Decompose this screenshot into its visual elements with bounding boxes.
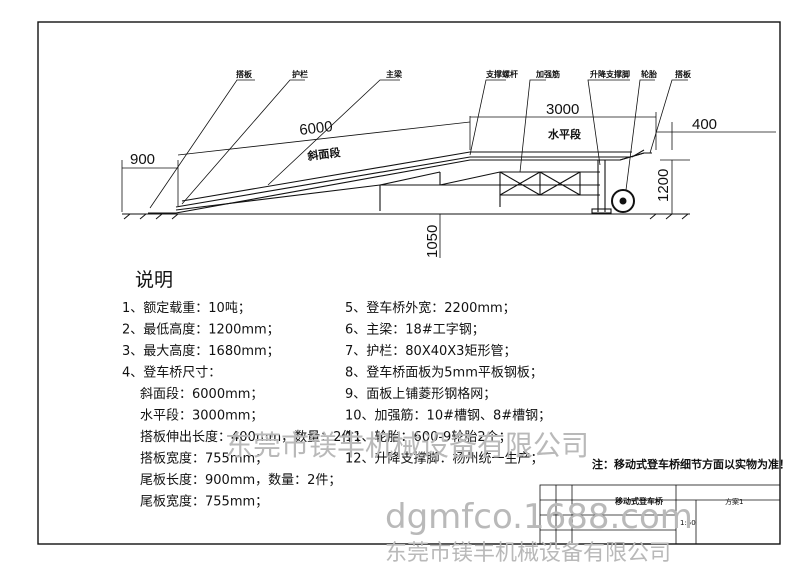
notes-title: 说明 (135, 269, 173, 291)
dimension-lines (121, 112, 776, 258)
dimension-labels: 900 6000 斜面段 3000 水平段 400 1200 1050 (130, 101, 717, 258)
note-line: 10、加强筋：10#槽钢、8#槽钢； (345, 408, 551, 424)
note-line: 搭板宽度：755mm； (140, 451, 268, 467)
note-line: 2、最低高度：1200mm； (122, 322, 280, 338)
label-flat-section: 水平段 (548, 127, 581, 141)
note-line: 1、额定载重：10吨； (122, 300, 251, 316)
ramp-structure (148, 149, 652, 214)
label-slope-section: 斜面段 (306, 145, 341, 163)
wheel-icon (611, 189, 635, 213)
notes-right-column: 5、登车桥外宽：2200mm； 6、主梁：18#工字钢； 7、护栏：80X40X3矩… (345, 300, 551, 467)
note-line: 11、轮胎：600-9轮胎2个； (345, 430, 512, 445)
note-line: 9、面板上铺菱形钢格网； (345, 386, 496, 402)
watermark-company-top: 东莞市镁丰机械设备有限公司 (225, 429, 589, 462)
note-line: 尾板宽度：755mm； (140, 494, 268, 510)
drawing-border (37, 21, 781, 545)
title-block-scheme: 方案1 (725, 497, 743, 506)
note-line: 8、登车桥面板为5mm平板钢板； (345, 365, 543, 381)
note-line: 7、护栏：80X40X3矩形管； (345, 344, 516, 359)
note-line: 斜面段：6000mm； (140, 387, 263, 402)
dim-900: 900 (130, 151, 155, 168)
callout-lip: 搭板 (236, 69, 253, 79)
note-line: 搭板伸出长度：400mm，数量：2件； (140, 429, 367, 445)
watermark-domain: dgmfco.1688.com (385, 497, 693, 537)
note-line: 3、最大高度：1680mm； (122, 343, 280, 359)
watermark-company-bottom: 东莞市镁丰机械设备有限公司 (385, 541, 671, 565)
dim-1200: 1200 (655, 169, 672, 202)
note-line: 尾板长度：900mm，数量：2件； (140, 472, 341, 488)
dim-1050: 1050 (424, 225, 441, 258)
dim-400: 400 (692, 116, 717, 133)
note-line: 4、登车桥尺寸： (122, 365, 221, 381)
callout-wheel: 轮胎 (641, 69, 657, 79)
callout-guardrail: 护栏 (292, 69, 308, 79)
ramp-main-beam (175, 184, 600, 211)
notes-remark: 注：移动式登车桥细节方面以实物为准！ (592, 457, 790, 471)
callout-lift-leg: 升降支撑脚 (590, 69, 630, 79)
callout-labels: 搭板 护栏 主梁 支撑螺杆 加强筋 升降支撑脚 轮胎 搭板 (236, 69, 692, 79)
title-block (539, 484, 781, 545)
note-line: 12、升降支撑脚：杨州统一生产； (345, 451, 544, 467)
note-line: 水平段：3000mm； (140, 409, 263, 424)
callout-leaders (149, 79, 688, 209)
notes-left-column: 1、额定载重：10吨； 2、最低高度：1200mm； 3、最大高度：1680mm； 4… (122, 300, 367, 510)
title-block-name: 移动式登车桥 (615, 496, 664, 506)
note-line: 5、登车桥外宽：2200mm； (345, 300, 516, 316)
ramp-guardrail (175, 156, 471, 208)
callout-main-beam: 主梁 (386, 69, 403, 79)
callout-support-rod: 支撑螺杆 (485, 69, 518, 79)
ground-line (122, 213, 690, 220)
title-block-scale: 1:50 (680, 519, 696, 527)
callout-rib: 加强筋 (535, 69, 560, 79)
dim-6000: 6000 (298, 118, 333, 139)
wheel-hub-icon (619, 197, 627, 205)
dim-3000: 3000 (546, 101, 579, 118)
note-line: 6、主梁：18#工字钢； (345, 323, 485, 338)
callout-tail-plate: 搭板 (675, 69, 692, 79)
